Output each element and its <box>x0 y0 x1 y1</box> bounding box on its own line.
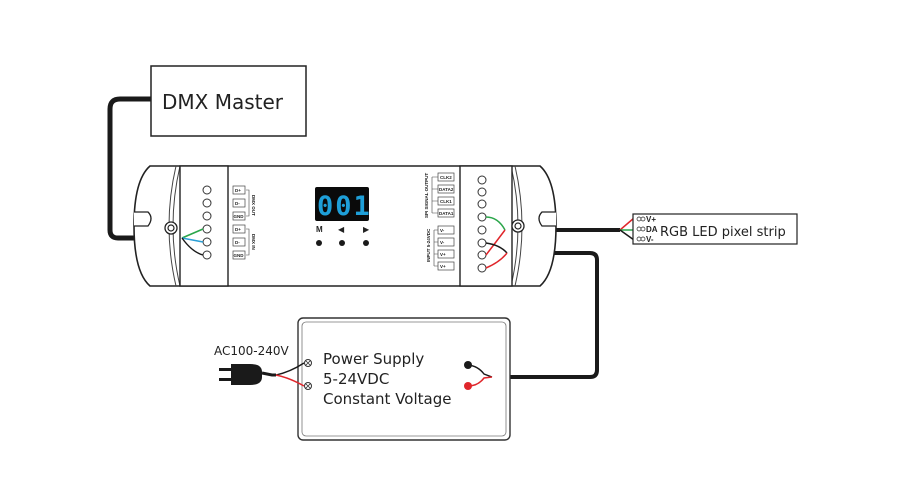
led-pixel-strip: V+ DA V- RGB LED pixel strip <box>619 213 798 245</box>
svg-text:DATA1: DATA1 <box>439 211 454 216</box>
screw-right <box>511 219 525 233</box>
svg-text:V+: V+ <box>440 252 446 257</box>
mode-button[interactable] <box>316 240 322 246</box>
spi-group-label: SPI SIGNAL OUTPUT <box>424 173 429 218</box>
ac-plug: AC100-240V <box>214 344 305 387</box>
dmx-blue-wire <box>181 237 204 243</box>
led-strip-label: RGB LED pixel strip <box>660 225 786 240</box>
spi-data-green-wire <box>485 216 506 231</box>
strip-pin-da: DA <box>646 225 658 234</box>
svg-text:V+: V+ <box>440 264 446 269</box>
strip-red-wire <box>485 229 506 256</box>
right-button[interactable] <box>363 240 369 246</box>
dmx-cable <box>107 96 182 241</box>
dmx-master-label: DMX Master <box>162 90 284 114</box>
led-display: 001 <box>315 187 372 222</box>
dmx-green-wire <box>181 228 204 239</box>
psu-black-wire <box>485 242 508 254</box>
left-button[interactable] <box>339 240 345 246</box>
svg-text:CLK1: CLK1 <box>440 199 452 204</box>
dmx-in-group-label: DMX IN <box>251 234 256 250</box>
svg-text:CLK2: CLK2 <box>440 175 452 180</box>
power-input-group-label: INPUT 5-24VDC <box>426 228 431 262</box>
svg-text:D-: D- <box>235 240 240 245</box>
psu-title: Power Supply <box>323 350 424 368</box>
svg-text:V-: V- <box>440 228 445 233</box>
screw-left <box>164 221 178 235</box>
dmx-pin-labels: D+ D- GND D+ D- GND DMX OUT DMX IN <box>232 185 256 260</box>
power-cable <box>492 251 599 379</box>
svg-text:D+: D+ <box>235 227 241 232</box>
left-arrow-icon: ◀ <box>338 225 345 234</box>
svg-text:D+: D+ <box>235 188 241 193</box>
power-pin-labels: V- V- V+ V+ INPUT 5-24VDC <box>426 225 455 271</box>
svg-text:GND: GND <box>234 253 245 258</box>
psu-voltage: 5-24VDC <box>323 370 389 388</box>
ac-input-label: AC100-240V <box>214 344 290 358</box>
mode-button-label: M <box>316 225 323 234</box>
spi-power-terminals <box>477 175 487 273</box>
power-supply: Power Supply 5-24VDC Constant Voltage <box>297 317 511 441</box>
strip-pin-vplus: V+ <box>646 215 656 224</box>
dmx-master: DMX Master <box>150 65 307 137</box>
spi-pin-labels: CLK2 DATA2 CLK1 DATA1 SPI SIGNAL OUTPUT <box>424 173 455 218</box>
right-arrow-icon: ▶ <box>363 225 370 234</box>
dmx-spi-controller <box>133 165 557 287</box>
svg-text:GND: GND <box>234 214 245 219</box>
psu-type: Constant Voltage <box>323 390 451 408</box>
control-buttons: M ◀ ▶ <box>316 225 370 246</box>
dmx-out-group-label: DMX OUT <box>251 195 256 216</box>
dmx-black-wire <box>181 237 204 256</box>
psu-red-wire <box>485 252 508 269</box>
display-value: 001 <box>317 191 372 222</box>
svg-text:DATA2: DATA2 <box>439 187 454 192</box>
svg-text:V-: V- <box>440 240 445 245</box>
strip-pin-vminus: V- <box>646 235 654 244</box>
svg-text:D-: D- <box>235 201 240 206</box>
